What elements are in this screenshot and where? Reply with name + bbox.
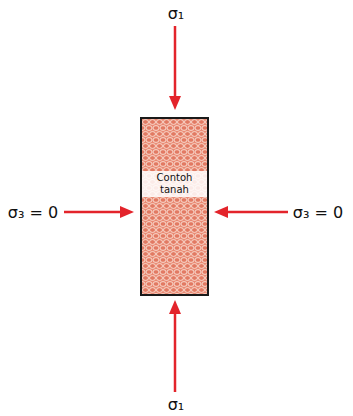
arrow-shaft	[174, 312, 177, 392]
arrow-head	[214, 206, 228, 218]
pebble-fill	[142, 119, 207, 294]
arrow-head	[169, 96, 181, 110]
arrow-shaft	[64, 211, 122, 214]
stress-label: σ₃ = 0	[8, 203, 58, 222]
arrow-shaft	[174, 26, 177, 98]
arrow-head	[120, 206, 134, 218]
soil-sample: Contoh tanah	[140, 117, 209, 296]
arrow-head	[169, 300, 181, 314]
stress-label: σ₃ = 0	[293, 203, 343, 222]
stress-label: σ₁	[168, 395, 185, 414]
sample-label: Contoh tanah	[142, 171, 207, 197]
stress-label: σ₁	[168, 4, 185, 23]
arrow-shaft	[226, 211, 288, 214]
